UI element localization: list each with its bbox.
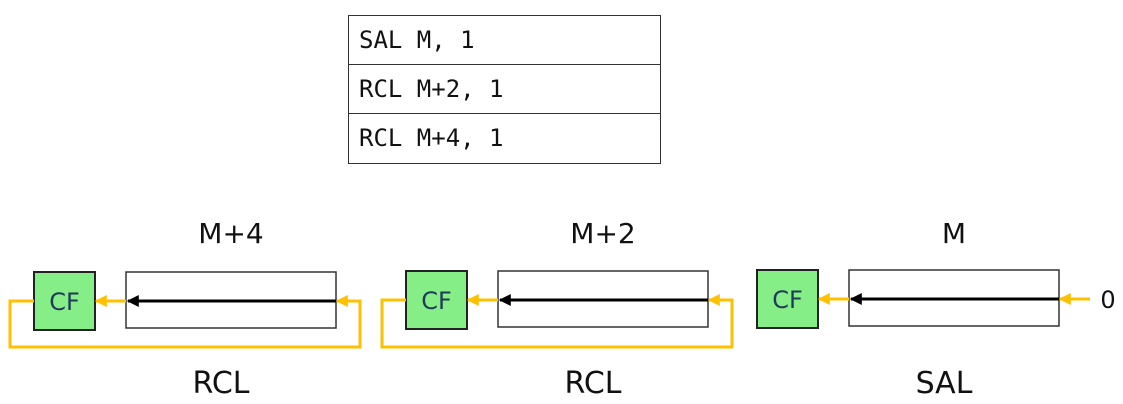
carry-flag-label: CF (421, 287, 452, 315)
operation-label: RCL (192, 366, 249, 401)
instruction-row: RCL M+4, 1 (359, 124, 504, 152)
carry-flag-box (756, 269, 819, 329)
register-label: M (942, 217, 966, 250)
carry-flag-box (405, 270, 468, 330)
register-label: M+2 (570, 217, 635, 250)
carry-flag-label: CF (772, 286, 803, 314)
instruction-row: SAL M, 1 (349, 16, 660, 65)
carry-flag-label: CF (49, 288, 80, 316)
zero-input-label: 0 (1100, 286, 1115, 314)
rotate-loop-arrow (380, 294, 734, 349)
rotate-loop-arrow (8, 295, 362, 349)
instruction-row: RCL M+2, 1 (349, 65, 660, 114)
instruction-table: SAL M, 1 RCL M+2, 1 RCL M+4, 1 (348, 15, 661, 164)
operation-label: RCL (564, 366, 621, 401)
register-label: M+4 (198, 217, 263, 250)
carry-flag-box (33, 271, 96, 331)
operation-label: SAL (916, 366, 973, 401)
